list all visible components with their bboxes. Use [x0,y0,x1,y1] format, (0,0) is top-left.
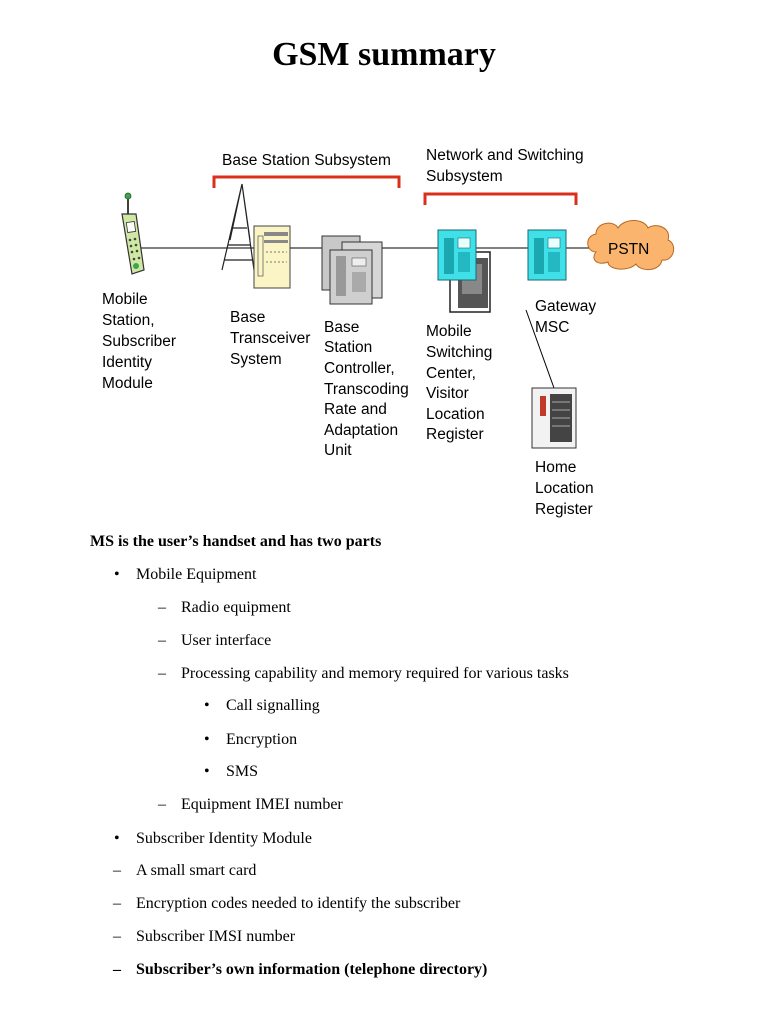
msc-cabinet-icon [437,229,491,313]
bss-bracket [212,175,401,188]
list-item: –Encryption codes needed to identify the… [113,895,461,912]
list-item: •Encryption [204,731,298,748]
list-item: –Subscriber’s own information (telephone… [113,961,488,978]
list-item: –Radio equipment [158,599,291,616]
radio-tower-icon [221,183,255,271]
section-heading: MS is the user’s handset and has two par… [90,533,382,550]
hlr-link-line [525,309,555,389]
bsc-cabinet-icon [321,235,383,305]
bss-label: Base Station Subsystem [222,152,391,169]
msc-label: Mobile Switching Center, Visitor Locatio… [426,323,497,443]
list-item: –Processing capability and memory requir… [158,665,569,682]
gateway-msc-label: Gateway MSC [535,298,600,336]
ms-label: Mobile Station, Subscriber Identity Modu… [102,291,180,392]
page-title: GSM summary [272,36,496,73]
bsc-label: Base Station Controller, Transcoding Rat… [324,319,413,459]
list-item: –A small smart card [113,862,257,879]
nss-bracket [423,192,578,205]
bts-label: Base Transceiver System [230,309,315,368]
pstn-label: PSTN [608,241,649,258]
list-item: –Equipment IMEI number [158,796,343,813]
nss-label-line-2: Subsystem [426,168,503,185]
list-item: –Subscriber IMSI number [113,928,296,945]
list-item: •SMS [204,763,259,780]
list-item: •Mobile Equipment [114,566,257,583]
bts-cabinet-icon [253,225,291,289]
nss-label-line-1: Network and Switching [426,147,584,164]
gsm-architecture-diagram: Base Station Subsystem Network and Switc… [94,140,680,520]
pstn-cloud-icon [587,220,675,270]
hlr-cabinet-icon [531,387,577,449]
gateway-msc-cabinet-icon [527,229,567,281]
mobile-handset-icon [121,192,145,275]
list-item: •Call signalling [204,697,320,714]
list-item: •Subscriber Identity Module [114,830,312,847]
list-item: –User interface [158,632,272,649]
hlr-label: Home Location Register [535,459,598,518]
